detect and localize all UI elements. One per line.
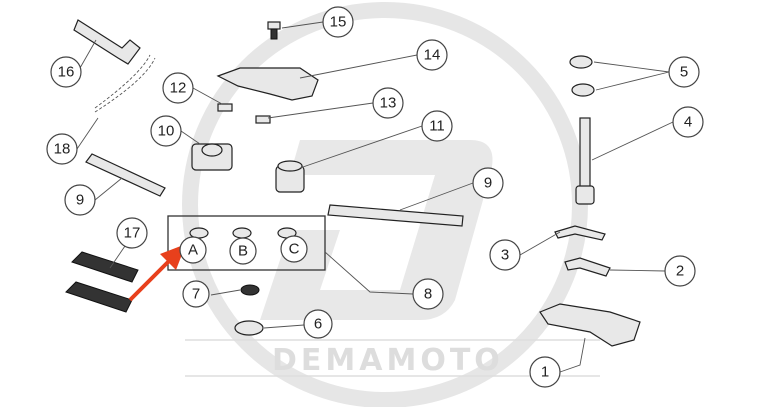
bearing-5-bottom <box>571 83 595 97</box>
svg-text:4: 4 <box>684 114 692 131</box>
svg-text:8: 8 <box>424 286 432 303</box>
svg-text:15: 15 <box>330 14 347 31</box>
watermark-logo: DEMAMOTO <box>182 2 600 407</box>
svg-text:7: 7 <box>192 286 200 303</box>
throttle-cable <box>94 54 151 109</box>
throttle-cable-2 <box>94 57 156 113</box>
svg-text:9: 9 <box>76 192 84 209</box>
bracket-3 <box>554 225 606 241</box>
svg-text:12: 12 <box>170 80 187 97</box>
callout-a: A <box>179 236 207 264</box>
callout-6: 6 <box>303 309 333 339</box>
svg-text:9: 9 <box>484 175 492 192</box>
callout-5: 5 <box>668 56 700 88</box>
callout-4: 4 <box>672 106 704 138</box>
callout-11: 11 <box>421 110 453 142</box>
callout-17: 17 <box>116 217 148 249</box>
svg-text:1: 1 <box>541 364 549 381</box>
bolt-15 <box>267 21 281 40</box>
spacer-b <box>232 227 252 239</box>
svg-text:11: 11 <box>429 118 445 135</box>
spacer-kit-box <box>167 215 326 271</box>
callout-2: 2 <box>664 255 696 287</box>
svg-text:3: 3 <box>501 247 509 264</box>
watermark-brand: DEMAMOTO <box>272 343 504 378</box>
handlebar-9-left <box>85 153 166 197</box>
callout-15: 15 <box>322 6 354 38</box>
bearing-5-top <box>569 55 593 69</box>
handlebar-mount-11 <box>275 160 305 193</box>
bracket-2 <box>564 257 611 277</box>
grips-17 <box>65 251 139 313</box>
callout-16: 16 <box>50 56 82 88</box>
nut-7 <box>240 284 260 296</box>
handlebar-clamp-10 <box>191 143 233 171</box>
callout-10: 10 <box>150 115 182 147</box>
svg-text:C: C <box>289 241 300 258</box>
leader-lines <box>76 21 674 373</box>
callout-7: 7 <box>182 280 210 308</box>
svg-text:16: 16 <box>58 64 75 81</box>
throttle-grip <box>73 19 141 65</box>
svg-text:A: A <box>188 242 198 259</box>
washer-6 <box>234 320 264 336</box>
svg-text:5: 5 <box>680 64 688 81</box>
callout-12: 12 <box>162 72 194 104</box>
clip-13 <box>255 115 271 124</box>
svg-text:6: 6 <box>314 316 322 333</box>
upper-triple-clamp <box>216 67 319 101</box>
svg-text:18: 18 <box>54 141 71 158</box>
lower-triple-clamp <box>539 303 641 347</box>
callout-18: 18 <box>46 133 78 165</box>
callout-3: 3 <box>489 239 521 271</box>
svg-text:14: 14 <box>424 47 441 64</box>
svg-text:2: 2 <box>676 263 684 280</box>
callout-1: 1 <box>529 356 561 388</box>
callout-13: 13 <box>372 87 404 119</box>
callout-9-right: 9 <box>472 167 504 199</box>
svg-text:B: B <box>238 243 248 260</box>
svg-text:13: 13 <box>380 95 397 112</box>
callout-b: B <box>229 237 257 265</box>
callout-14: 14 <box>416 39 448 71</box>
svg-text:17: 17 <box>124 225 141 242</box>
handlebar-9-right <box>327 204 464 227</box>
callout-8: 8 <box>412 278 444 310</box>
callout-9-left: 9 <box>64 184 96 216</box>
svg-text:10: 10 <box>158 123 175 140</box>
steering-stem-4 <box>575 117 595 205</box>
clip-12 <box>217 103 233 112</box>
callout-c: C <box>280 235 308 263</box>
highlight-arrow <box>128 244 186 302</box>
